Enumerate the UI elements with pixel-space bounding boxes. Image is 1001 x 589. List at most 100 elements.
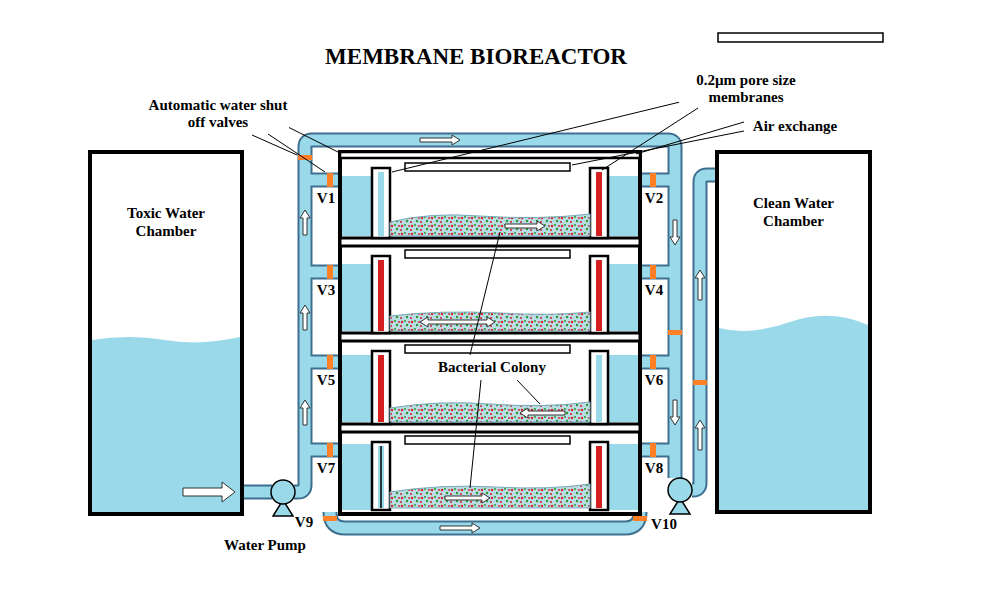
membrane-line xyxy=(380,446,382,508)
bacterial-colony xyxy=(390,402,590,422)
leader-line xyxy=(470,232,500,355)
inlet-water xyxy=(342,444,372,510)
outlet-water xyxy=(608,264,638,331)
reactor-frame xyxy=(340,152,640,514)
bacterial-colony xyxy=(390,312,590,331)
pipe-outline xyxy=(240,140,719,528)
valve xyxy=(650,173,656,187)
valve-label: V3 xyxy=(316,282,336,299)
chamber-label: Clean Water Chamber xyxy=(735,194,853,230)
valve xyxy=(327,265,333,279)
blank-box xyxy=(718,33,883,42)
membrane xyxy=(378,446,384,508)
air-slots xyxy=(405,163,570,444)
leader-lines xyxy=(252,101,744,488)
leader-line xyxy=(268,134,325,172)
membrane-housing xyxy=(372,168,390,238)
leader-line xyxy=(470,380,481,488)
clean-water xyxy=(719,316,868,510)
leader-line xyxy=(282,124,338,152)
chamber-label: Toxic Water Chamber xyxy=(107,204,225,240)
valve-label: V8 xyxy=(644,460,664,477)
membrane-housing xyxy=(372,256,390,333)
valve xyxy=(323,516,337,521)
valve xyxy=(650,443,656,457)
callout-text: Air exchange xyxy=(752,118,838,135)
valve xyxy=(633,516,647,521)
outlet-water xyxy=(608,176,638,236)
valve xyxy=(693,380,707,385)
colony-arrows xyxy=(420,221,565,503)
flow-arrow xyxy=(695,420,705,450)
pump-symbol xyxy=(668,478,692,502)
inlet-water xyxy=(342,355,372,422)
bacterial-colony xyxy=(390,214,590,236)
membrane xyxy=(596,446,602,508)
membrane-housing xyxy=(372,351,390,424)
flow-arrow xyxy=(183,482,235,502)
valve-label: V1 xyxy=(316,190,336,207)
outlet-water xyxy=(608,355,638,422)
pipe-water xyxy=(240,140,719,528)
pipe xyxy=(240,487,272,498)
valve-label: V4 xyxy=(644,282,664,299)
valve-label: V9 xyxy=(294,514,314,531)
air-slot xyxy=(405,163,570,171)
chamber-box: Clean Water Chamber xyxy=(715,150,872,514)
toxic-water xyxy=(92,337,240,512)
flow-arrow xyxy=(300,400,310,425)
flow-arrows xyxy=(300,135,705,533)
bacterial-colony xyxy=(390,484,590,508)
inlet-water xyxy=(342,176,372,236)
flow-arrow xyxy=(670,400,680,425)
membrane xyxy=(378,260,384,331)
flow-arrow xyxy=(445,493,490,503)
flow-arrow xyxy=(440,523,480,533)
tray-divider xyxy=(340,152,640,158)
diagram-title: MEMBRANE BIOREACTOR xyxy=(325,44,627,70)
inlet-water xyxy=(342,264,372,331)
membrane xyxy=(378,355,384,422)
air-slot xyxy=(405,436,570,444)
valve xyxy=(650,355,656,369)
valve xyxy=(327,173,333,187)
valve-label: V5 xyxy=(316,372,336,389)
membrane-housing xyxy=(590,256,608,333)
membrane-housing xyxy=(590,351,608,424)
air-slot xyxy=(405,250,570,258)
membrane xyxy=(596,260,602,331)
valve xyxy=(327,355,333,369)
membrane xyxy=(596,355,602,422)
part-label: Water Pump xyxy=(223,537,307,554)
leader-line xyxy=(517,380,540,404)
valve xyxy=(650,265,656,279)
air-slot xyxy=(405,345,570,353)
membranes xyxy=(378,172,602,508)
membrane-housing xyxy=(590,442,608,510)
flow-arrow xyxy=(420,317,495,327)
bacterial-colonies xyxy=(390,214,590,508)
outlet-water xyxy=(608,444,638,510)
leader-line xyxy=(392,101,684,172)
valve-label: V2 xyxy=(644,190,664,207)
membrane-housing xyxy=(372,442,390,510)
valve xyxy=(327,443,333,457)
chamber-box: Toxic Water Chamber xyxy=(88,150,244,516)
pump-symbol xyxy=(271,480,295,504)
membrane xyxy=(378,172,384,236)
flow-arrow xyxy=(300,210,310,235)
callout-text: Bacterial Colony xyxy=(437,359,547,376)
leader-line xyxy=(602,108,698,170)
flow-arrow xyxy=(505,221,545,231)
flow-arrow xyxy=(695,270,705,300)
flow-arrow xyxy=(300,305,310,330)
valve-label: V6 xyxy=(644,372,664,389)
flow-arrow xyxy=(520,408,565,418)
flow-arrow xyxy=(670,220,680,245)
membrane xyxy=(596,172,602,236)
membrane-housings xyxy=(372,168,608,510)
membrane-housing xyxy=(590,168,608,238)
valve-label: V10 xyxy=(650,516,678,533)
